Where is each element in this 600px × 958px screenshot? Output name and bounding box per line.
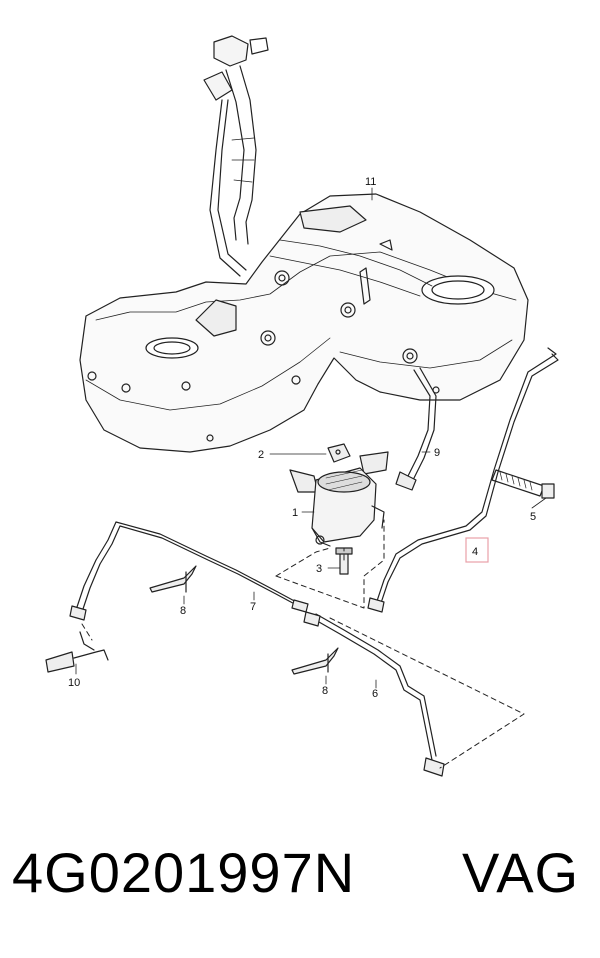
callout-4-highlight [465, 537, 489, 563]
callout-3: 3 [316, 563, 322, 575]
clip-8a [149, 565, 197, 593]
pipe-7 [69, 521, 309, 621]
part-number: 4G0201997N [12, 841, 356, 904]
clip-8b [291, 647, 339, 675]
callout-7: 7 [250, 601, 256, 613]
callout-1: 1 [292, 507, 298, 519]
bolt-3 [335, 547, 353, 575]
fuel-tank [79, 193, 529, 453]
footer-caption: 4G0201997N VAG [0, 826, 600, 946]
leader-lines [75, 187, 547, 689]
assembly-dashed-lines [81, 519, 525, 769]
charcoal-canister [289, 451, 389, 547]
connector-10 [45, 631, 109, 673]
callout-4: 4 [472, 546, 478, 558]
pipe-4 [367, 347, 559, 613]
callout-8b: 8 [322, 685, 328, 697]
pipe-6 [303, 611, 445, 777]
fuel-system-exploded-diagram: 11 2 9 1 5 4 3 8 7 10 6 8 [45, 35, 559, 777]
callout-9: 9 [434, 447, 440, 459]
connector-5 [491, 469, 555, 499]
hose-9 [395, 367, 437, 491]
callout-2: 2 [258, 449, 264, 461]
callout-6: 6 [372, 688, 378, 700]
filler-neck [203, 35, 269, 277]
bracket-2 [327, 443, 351, 463]
callout-5: 5 [530, 511, 536, 523]
callout-8a: 8 [180, 605, 186, 617]
brand-label: VAG [462, 841, 580, 904]
callout-10: 10 [68, 677, 80, 689]
callout-11: 11 [365, 176, 376, 188]
